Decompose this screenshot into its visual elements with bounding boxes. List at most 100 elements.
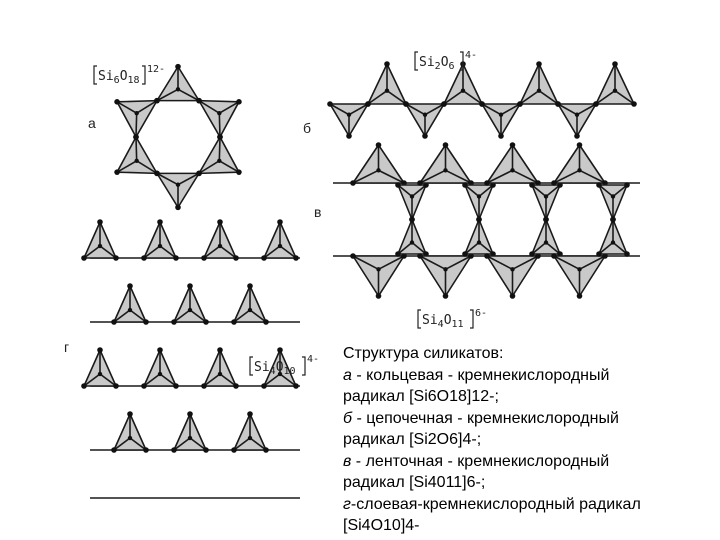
tetrahedron-edge — [445, 169, 472, 184]
caption-line-2: радикал [Si6O18]12-; — [343, 386, 713, 408]
tetrahedron-edge — [481, 103, 502, 116]
tetrahedron-edge — [83, 373, 101, 387]
tetrahedron-edge — [579, 169, 606, 184]
oxygen-atom — [173, 255, 179, 261]
oxygen-atom — [81, 383, 87, 389]
band-ring — [412, 183, 479, 256]
tetrahedron-edge — [136, 99, 158, 114]
tetrahedron-edge — [177, 88, 200, 102]
oxygen-atom — [81, 255, 87, 261]
oxygen-atom — [187, 283, 193, 289]
caption-text: - кольцевая - кремнекислородный — [351, 366, 610, 384]
silicon-atom — [574, 112, 580, 117]
tetrahedron-edge — [263, 373, 281, 387]
tetrahedron-edge — [113, 309, 131, 323]
tetrahedron-edge — [478, 241, 494, 255]
silicon-atom — [476, 194, 482, 199]
oxygen-atom — [231, 319, 237, 325]
layer-ring — [282, 262, 338, 318]
formula-chain-charge: 4- — [465, 50, 477, 61]
oxygen-atom — [133, 134, 139, 140]
label-layer: г — [64, 339, 69, 355]
oxygen-atom — [171, 319, 177, 325]
oxygen-atom — [422, 133, 428, 139]
tetrahedron-edge — [464, 184, 480, 198]
formula-ring-o-count: 18 — [128, 75, 140, 86]
oxygen-atom — [529, 251, 535, 257]
formula-ring-o: O — [120, 69, 128, 84]
oxygen-atom — [141, 383, 147, 389]
tetrahedron-edge — [135, 136, 138, 161]
tetrahedron-edge — [129, 309, 147, 323]
tetrahedron-edge — [233, 309, 251, 323]
chain-silicate-structure — [327, 61, 637, 139]
tetrahedron-edge — [198, 160, 220, 175]
formula-chain-si-count: 2 — [435, 61, 441, 72]
tetrahedron-edge — [419, 255, 446, 271]
tetrahedron-edge — [189, 437, 207, 451]
layer-ring — [282, 390, 338, 446]
formula-layer-charge: 4- — [307, 354, 319, 365]
tetrahedron-edge — [177, 172, 200, 186]
oxygen-atom — [375, 293, 382, 299]
caption-text: - цепочечная - кремнекислородный — [352, 409, 619, 427]
oxygen-atom — [113, 255, 119, 261]
formula-layer-si: Si — [254, 360, 270, 375]
oxygen-atom — [231, 447, 237, 453]
silicon-atom — [134, 110, 139, 116]
silicon-atom — [577, 168, 582, 173]
caption-text: радикал [Si4011]6-; — [343, 474, 486, 491]
tetrahedron-edge — [233, 437, 251, 451]
tetrahedron-edge — [397, 184, 413, 198]
silicon-atom — [510, 168, 515, 173]
silicon-atom — [376, 267, 381, 272]
tetrahedron-edge — [397, 241, 413, 255]
band-silicate-structure — [333, 142, 640, 299]
tetrahedron-edge — [219, 245, 237, 259]
formula-ring-si-count: 6 — [114, 75, 120, 86]
oxygen-atom — [417, 253, 423, 259]
caption-text: радикал [Si6O18]12-; — [343, 388, 499, 405]
silicon-atom — [498, 112, 504, 117]
oxygen-atom — [576, 293, 583, 299]
tetrahedron-edge — [218, 160, 240, 173]
formula-chain-o-count: 6 — [449, 61, 455, 72]
tetrahedron-edge — [598, 241, 614, 255]
oxygen-atom — [551, 253, 557, 259]
tetrahedron-edge — [486, 255, 513, 271]
formula-band-si: Si — [422, 313, 438, 328]
oxygen-atom — [479, 101, 485, 107]
silicon-atom — [409, 240, 415, 245]
tetrahedron-edge — [156, 88, 179, 102]
oxygen-atom — [154, 170, 160, 177]
oxygen-atom — [484, 180, 490, 186]
tetrahedron-edge — [143, 373, 161, 387]
oxygen-atom — [277, 219, 283, 225]
tetrahedron-edge — [279, 373, 297, 387]
formula-band: Si4O11 6- — [417, 308, 487, 330]
oxygen-atom — [484, 253, 490, 259]
caption: Структура силикатов: а - кольцевая - кре… — [343, 343, 713, 537]
tetrahedron-edge — [419, 169, 446, 184]
caption-line-8: [Si4O10]4- — [343, 515, 713, 537]
tetrahedron-edge — [352, 169, 379, 184]
tetrahedron-edge — [411, 241, 427, 255]
tetrahedron-edge — [378, 169, 405, 184]
oxygen-atom — [350, 180, 356, 186]
oxygen-atom — [576, 142, 583, 148]
oxygen-atom — [403, 101, 409, 107]
oxygen-atom — [596, 182, 602, 188]
tetrahedron-edge — [557, 103, 578, 116]
oxygen-atom — [624, 251, 630, 257]
oxygen-atom — [111, 447, 117, 453]
tetrahedron-edge — [531, 184, 547, 198]
oxygen-atom — [293, 255, 299, 261]
tetrahedron-edge — [576, 103, 597, 116]
tetrahedron-edge — [612, 241, 628, 255]
oxygen-atom — [97, 347, 103, 353]
formula-layer-o: O — [276, 360, 284, 375]
tetrahedron-edge — [579, 255, 606, 271]
silicon-atom — [577, 267, 582, 272]
tetrahedron-edge — [218, 136, 221, 161]
oxygen-atom — [171, 447, 177, 453]
